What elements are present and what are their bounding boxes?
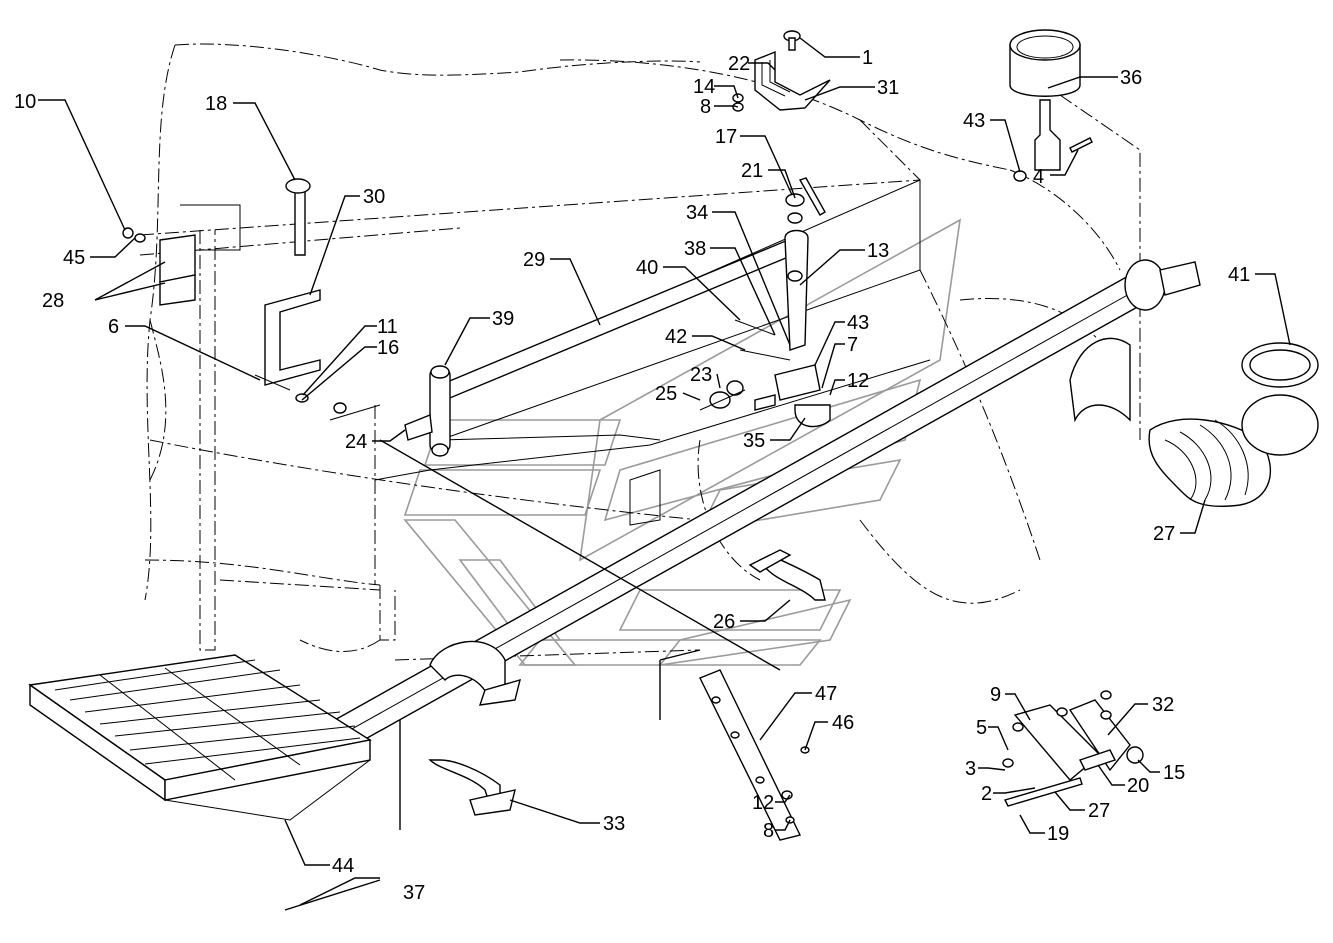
callout-47: 47 [815,683,837,705]
callout-7: 7 [847,334,858,356]
callout-34: 34 [686,202,708,224]
callout-16: 16 [377,337,399,359]
callout-2: 2 [981,783,992,805]
callout-9: 9 [990,684,1001,706]
callout-13: 13 [867,240,889,262]
callout-12: 12 [847,370,869,392]
elbow-pipe [1069,337,1319,507]
callout-17: 17 [715,126,737,148]
callout-22: 22 [728,53,750,75]
callout-3: 3 [965,758,976,780]
callout-30: 30 [363,186,385,208]
callout-31: 31 [877,77,899,99]
pipe-clamps [428,364,831,816]
exhaust-tube [288,259,1201,771]
callout-25: 25 [655,383,677,405]
callout-27: 27 [1153,523,1175,545]
callout-23: 23 [690,364,712,386]
callout-43-b: 43 [847,312,869,334]
callout-32: 32 [1152,694,1174,716]
callout-1: 1 [862,47,873,69]
callout-14: 14 [693,76,715,98]
top-bracket [732,30,831,112]
callout-12-b: 12 [752,792,774,814]
callout-15: 15 [1163,762,1185,784]
callout-43: 43 [963,110,985,132]
mounting-plate [699,669,810,841]
callout-8: 8 [700,96,711,118]
hinge-assembly [1002,690,1144,807]
callout-18: 18 [205,93,227,115]
callout-4: 4 [1033,166,1044,188]
callout-19: 19 [1047,823,1069,845]
machine-outline [139,43,1141,661]
callout-6: 6 [108,316,119,338]
callout-35: 35 [743,430,765,452]
left-bracket [122,178,381,421]
leader-lines [38,37,1291,911]
callout-24: 24 [345,431,367,453]
callout-28: 28 [42,290,64,312]
callout-44: 44 [332,855,354,877]
step-grating [28,654,372,821]
callout-36: 36 [1120,67,1142,89]
callout-11: 11 [377,316,398,338]
callout-42: 42 [665,326,687,348]
callout-10: 10 [14,91,36,113]
callout-38: 38 [684,238,706,260]
callout-26: 26 [713,611,735,633]
callout-8-b: 8 [763,820,774,842]
callout-37: 37 [403,882,425,904]
callout-21: 21 [741,160,763,182]
callout-29: 29 [523,249,545,271]
mounting-ring [1009,29,1093,182]
callout-5: 5 [976,717,987,739]
callout-labels: 1 22 14 8 31 36 43 4 10 18 17 21 30 45 3… [14,47,1250,904]
callout-33: 33 [603,813,625,835]
callout-27-b: 27 [1088,800,1110,822]
callout-46: 46 [832,712,854,734]
callout-41: 41 [1228,264,1250,286]
support-bar [404,177,826,457]
callout-20: 20 [1127,775,1149,797]
callout-39: 39 [492,308,514,330]
callout-40: 40 [636,257,658,279]
callout-45: 45 [63,247,85,269]
